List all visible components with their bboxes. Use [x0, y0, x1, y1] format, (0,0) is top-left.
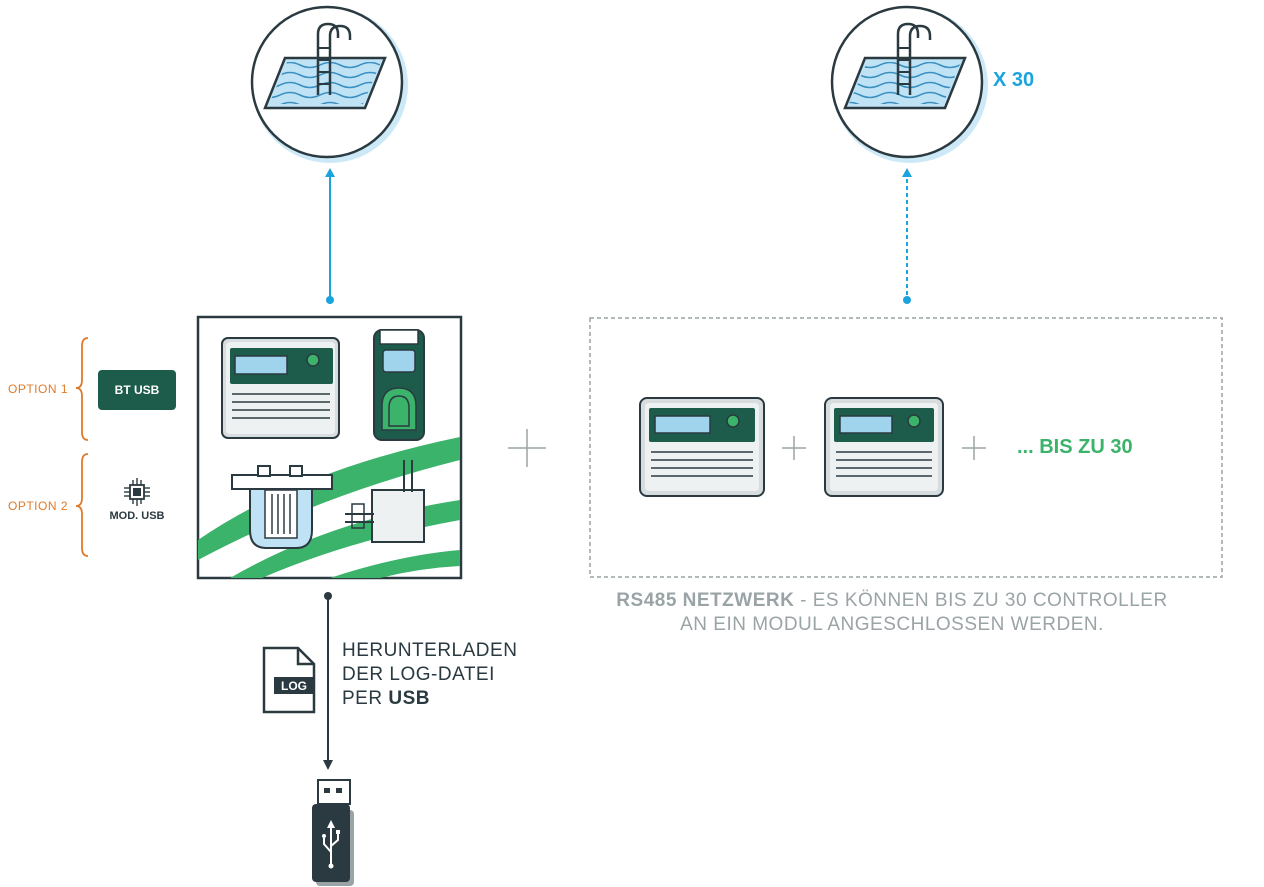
junction-box-icon — [345, 460, 425, 543]
network-title-rest: - ES KÖNNEN BIS ZU 30 CONTROLLER — [794, 590, 1168, 611]
network-description: RS485 NETZWERK - ES KÖNNEN BIS ZU 30 CON… — [520, 589, 1264, 637]
pool-count-label: X 30 — [993, 69, 1035, 91]
connector-line-right — [902, 168, 912, 304]
usb-stick-icon — [312, 779, 354, 886]
network-description-line1: RS485 NETZWERK - ES KÖNNEN BIS ZU 30 CON… — [520, 589, 1264, 613]
network-title: RS485 NETZWERK — [616, 590, 795, 611]
log-file-icon — [262, 646, 316, 714]
log-file-badge: LOG — [281, 678, 307, 693]
download-line1: HERUNTERLADEN — [342, 640, 518, 661]
plus-icon — [782, 436, 806, 460]
connector-line-left — [325, 168, 335, 304]
chip-icon — [124, 478, 150, 506]
download-description: HERUNTERLADEN DER LOG-DATEI PER USB — [342, 639, 517, 711]
network-description-line2: AN EIN MODUL ANGESCHLOSSEN WERDEN. — [680, 614, 1104, 635]
filter-icon — [231, 465, 333, 549]
pool-icon — [830, 5, 988, 163]
controller-icon — [221, 337, 340, 439]
download-arrow — [323, 592, 333, 770]
option2-label: OPTION 2 — [8, 499, 69, 513]
mod-usb-label: MOD. USB — [109, 510, 165, 522]
download-line3: PER USB — [342, 688, 430, 709]
option2-bracket — [75, 453, 89, 557]
plus-icon — [508, 429, 546, 467]
download-line2: DER LOG-DATEI — [342, 664, 495, 685]
controller-icon — [639, 397, 765, 497]
option1-label: OPTION 1 — [8, 382, 69, 396]
controller-icon — [824, 397, 944, 497]
network-box — [589, 317, 1223, 578]
main-module-box — [196, 315, 463, 580]
bis-zu-label: ... BIS ZU 30 — [1017, 436, 1133, 458]
option1-bracket — [75, 337, 89, 441]
usb-bold: USB — [388, 688, 430, 709]
plus-icon — [962, 436, 986, 460]
pool-icon — [250, 5, 408, 163]
sensor-device-icon — [373, 329, 425, 441]
bt-usb-badge: BT USB — [98, 370, 176, 410]
